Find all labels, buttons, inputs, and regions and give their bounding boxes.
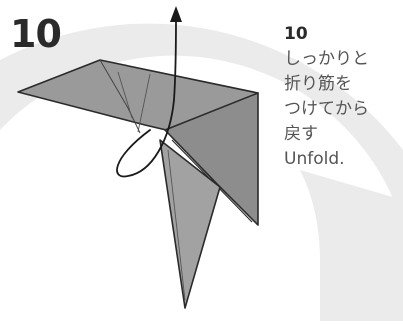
caption-line-ja: しっかりと bbox=[284, 49, 369, 69]
caption-line-ja: 折り筋を bbox=[284, 74, 352, 94]
curved-arrow-up-icon bbox=[116, 17, 177, 178]
caption-step-number: 10 bbox=[284, 24, 308, 44]
step-number: 10 bbox=[10, 12, 62, 56]
origami-leg bbox=[159, 139, 221, 309]
background-arc-lower bbox=[300, 170, 403, 321]
caption-line-ja: つけてから bbox=[284, 99, 369, 119]
crease-line bbox=[99, 59, 141, 134]
step-caption: 10 しっかりと 折り筋を つけてから 戻す Unfold. bbox=[284, 22, 399, 172]
origami-right-flap bbox=[164, 92, 259, 226]
background-arc bbox=[0, 23, 403, 225]
caption-english: Unfold. bbox=[284, 149, 345, 169]
caption-line-ja: 戻す bbox=[284, 124, 318, 144]
arrow-head bbox=[170, 6, 182, 22]
crease-line bbox=[137, 73, 151, 133]
leg-crease bbox=[167, 149, 186, 301]
crease-line bbox=[117, 71, 133, 119]
